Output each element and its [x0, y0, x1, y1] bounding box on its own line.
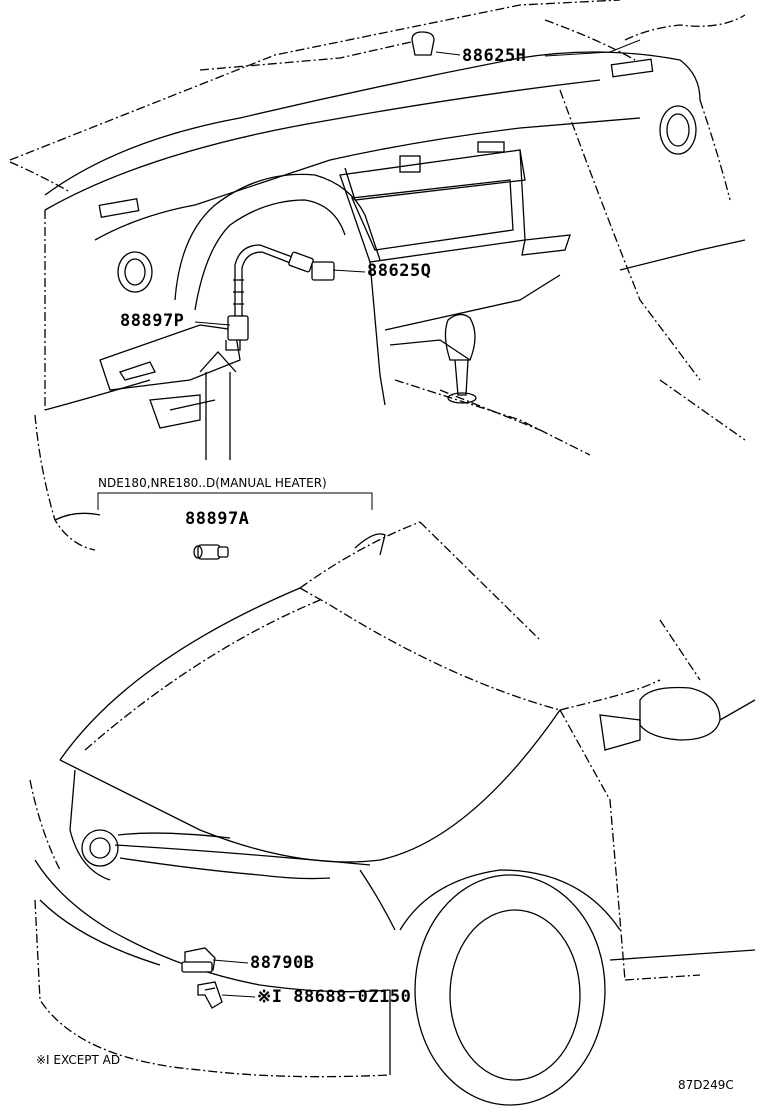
- part-label-88688-0Z150[interactable]: ※I 88688-0Z150: [257, 987, 412, 1007]
- part-label-88790B[interactable]: 88790B: [250, 953, 315, 973]
- diagram-code: 87D249C: [678, 1078, 734, 1092]
- callout-leader-lines: [194, 39, 641, 998]
- part-label-88897A[interactable]: 88897A: [185, 509, 250, 529]
- vehicle-front-drawing: [29, 521, 756, 1106]
- variant-condition-note: NDE180,NRE180..D(MANUAL HEATER): [98, 476, 327, 490]
- part-label-88897P[interactable]: 88897P: [120, 311, 185, 331]
- part-label-88625H[interactable]: 88625H: [462, 46, 527, 66]
- footnote-except-ad: ※I EXCEPT AD: [36, 1053, 121, 1067]
- part-label-88625Q[interactable]: 88625Q: [367, 261, 432, 281]
- dashboard-drawing: [9, 0, 746, 560]
